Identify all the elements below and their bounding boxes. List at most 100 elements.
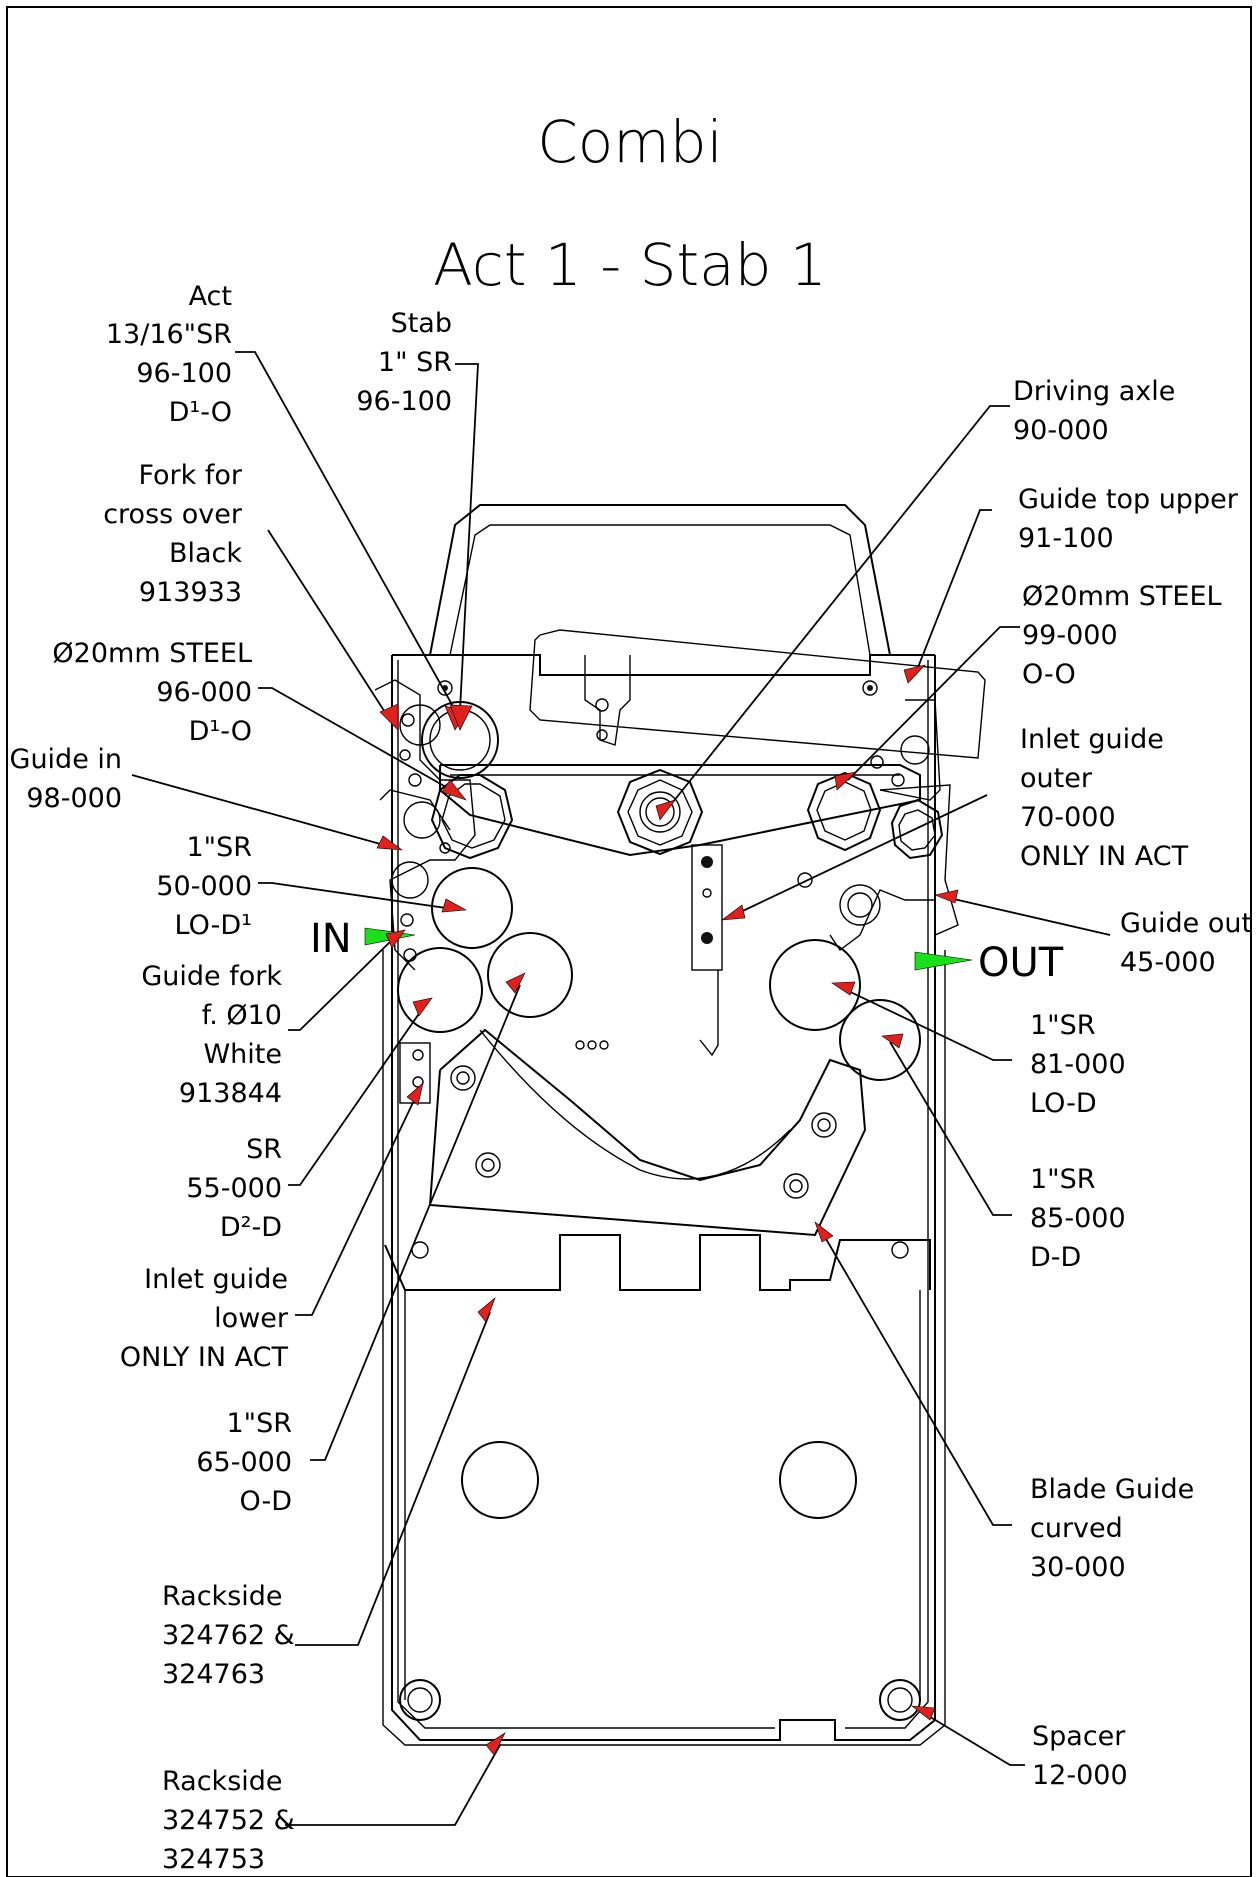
svg-text:12-000: 12-000 [1032,1760,1128,1791]
svg-text:81-000: 81-000 [1030,1049,1126,1080]
drawing-subtitle: Act 1 - Stab 1 [433,231,827,299]
svg-text:Spacer: Spacer [1032,1721,1126,1752]
label-steel-right: Ø20mm STEEL 99-000 O-O [1022,581,1222,690]
svg-text:Black: Black [169,538,242,569]
label-guide-in: Guide in 98-000 [10,744,122,814]
svg-text:O-O: O-O [1022,659,1076,690]
hardware [399,680,921,1721]
svg-text:90-000: 90-000 [1013,415,1109,446]
svg-text:55-000: 55-000 [186,1173,282,1204]
svg-text:ONLY IN ACT: ONLY IN ACT [1020,841,1189,872]
svg-text:50-000: 50-000 [156,871,252,902]
svg-text:D¹-O: D¹-O [169,397,232,428]
svg-text:Driving axle: Driving axle [1013,376,1175,407]
svg-text:96-000: 96-000 [156,677,252,708]
svg-text:cross over: cross over [103,499,243,530]
svg-text:Inlet guide: Inlet guide [144,1264,288,1295]
roller-sr81 [769,939,861,1031]
rack-assembly [374,504,986,1746]
svg-text:1"SR: 1"SR [187,832,253,863]
svg-text:30-000: 30-000 [1030,1552,1126,1583]
out-flow-marker [914,951,973,971]
svg-text:lower: lower [214,1303,289,1334]
red-arrows [376,664,959,1756]
svg-text:Blade Guide: Blade Guide [1030,1474,1194,1505]
spacer-nut-right [879,1679,921,1721]
svg-text:O-D: O-D [239,1486,292,1517]
svg-text:Inlet guide: Inlet guide [1020,724,1164,755]
roller-lower-right [779,1441,857,1519]
svg-text:Guide top upper: Guide top upper [1018,484,1239,515]
svg-text:D²-D: D²-D [220,1212,282,1243]
label-rackside-b: Rackside 324752 & 324753 [162,1766,295,1875]
svg-text:1"SR: 1"SR [227,1408,293,1439]
svg-text:1"SR: 1"SR [1030,1164,1096,1195]
svg-text:324753: 324753 [162,1844,265,1875]
svg-text:913844: 913844 [179,1078,282,1109]
svg-text:D-D: D-D [1030,1242,1081,1273]
label-fork-cross-over: Fork for cross over Black 913933 [103,460,243,608]
driving-axle-roller [616,768,704,856]
svg-text:Guide in: Guide in [10,744,122,775]
svg-text:324763: 324763 [162,1659,265,1690]
svg-text:outer: outer [1020,763,1093,794]
svg-text:SR: SR [246,1134,282,1165]
svg-text:Fork for: Fork for [138,460,242,491]
svg-text:Ø20mm STEEL: Ø20mm STEEL [1022,581,1222,612]
svg-text:Act: Act [189,281,232,312]
label-act: Act 13/16"SR 96-100 D¹-O [106,281,232,428]
svg-text:85-000: 85-000 [1030,1203,1126,1234]
svg-text:Stab: Stab [391,308,452,339]
svg-text:99-000: 99-000 [1022,620,1118,651]
roller-lower-left [461,1441,539,1519]
rollers [391,701,944,1519]
svg-text:Guide out: Guide out [1120,908,1252,939]
svg-text:1" SR: 1" SR [378,347,452,378]
svg-text:65-000: 65-000 [196,1447,292,1478]
svg-text:96-100: 96-100 [356,386,452,417]
svg-text:70-000: 70-000 [1020,802,1116,833]
label-rackside-a: Rackside 324762 & 324763 [162,1581,295,1690]
svg-text:45-000: 45-000 [1120,947,1216,978]
svg-text:98-000: 98-000 [26,783,122,814]
label-steel-left: Ø20mm STEEL 96-000 D¹-O [52,638,252,747]
svg-text:curved: curved [1030,1513,1123,1544]
svg-text:91-100: 91-100 [1018,523,1114,554]
svg-text:324762 &: 324762 & [162,1620,295,1651]
svg-text:324752 &: 324752 & [162,1805,295,1836]
leader-lines [131,351,1111,1826]
roller-sr65 [487,932,573,1018]
label-inlet-lower: Inlet guide lower ONLY IN ACT [120,1264,289,1373]
svg-text:Guide fork: Guide fork [141,961,282,992]
svg-text:LO-D: LO-D [1030,1088,1097,1119]
label-sr85: 1"SR 85-000 D-D [1030,1164,1126,1273]
spacer-nut-left [399,1679,441,1721]
steel-roller-right [806,771,882,852]
svg-text:D¹-O: D¹-O [189,716,252,747]
svg-text:ONLY IN ACT: ONLY IN ACT [120,1342,289,1373]
label-sr81: 1"SR 81-000 LO-D [1030,1010,1126,1119]
drawing-title: Combi [537,108,722,176]
label-guide-fork: Guide fork f. Ø10 White 913844 [141,961,282,1109]
roller-sr50 [431,867,513,949]
label-inlet-outer: Inlet guide outer 70-000 ONLY IN ACT [1020,724,1189,872]
svg-text:96-100: 96-100 [136,358,232,389]
roller-sr85 [839,999,921,1081]
svg-text:913933: 913933 [139,577,242,608]
label-spacer: Spacer 12-000 [1032,1721,1128,1791]
svg-text:13/16"SR: 13/16"SR [106,319,232,350]
svg-text:Rackside: Rackside [162,1766,283,1797]
svg-text:1"SR: 1"SR [1030,1010,1096,1041]
svg-text:f. Ø10: f. Ø10 [202,1000,282,1031]
svg-text:White: White [203,1039,282,1070]
svg-text:Ø20mm STEEL: Ø20mm STEEL [52,638,252,669]
out-label: OUT [978,940,1064,986]
roller-sr55 [397,947,483,1033]
label-blade-guide: Blade Guide curved 30-000 [1030,1474,1194,1583]
label-sr65: 1"SR 65-000 O-D [196,1408,292,1517]
svg-text:Rackside: Rackside [162,1581,283,1612]
svg-text:LO-D¹: LO-D¹ [175,910,252,941]
drawing-frame [6,6,1252,1877]
roller-right-upper [890,798,944,860]
